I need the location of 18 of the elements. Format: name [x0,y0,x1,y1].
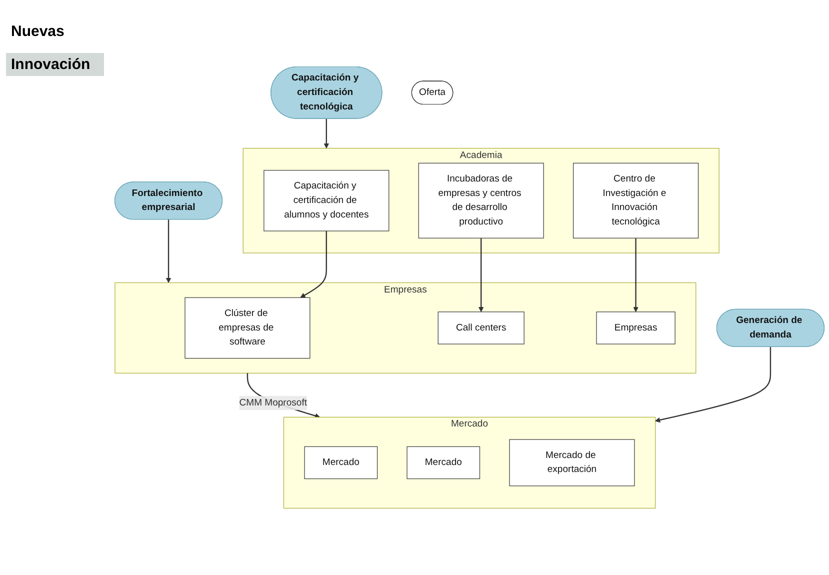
edge-label: CMM Moprosoft [239,398,307,408]
node-box: Mercado [304,446,378,480]
label-text: Innovación [6,53,104,76]
node-box: Clúster de empresas de software [184,297,310,359]
node-box: Centro de Investigación e Innovación tecnológica [573,162,699,238]
node-box: Capacitación y certificación de alumnos y docentes [264,170,390,232]
arrow [300,230,327,298]
arrow [324,118,330,148]
node-box: Empresas [596,312,676,344]
node-box: Mercado [406,446,480,480]
arrow [655,346,772,423]
arrow [166,219,172,283]
label-text: Nuevas [10,22,66,42]
node-box: Mercado de exportación [509,439,635,486]
node-box: Incubadoras de empresas y centros de desarrollo productivo [418,162,544,238]
arrow [478,238,484,312]
arrow [633,238,638,312]
node-box: Call centers [438,312,524,344]
